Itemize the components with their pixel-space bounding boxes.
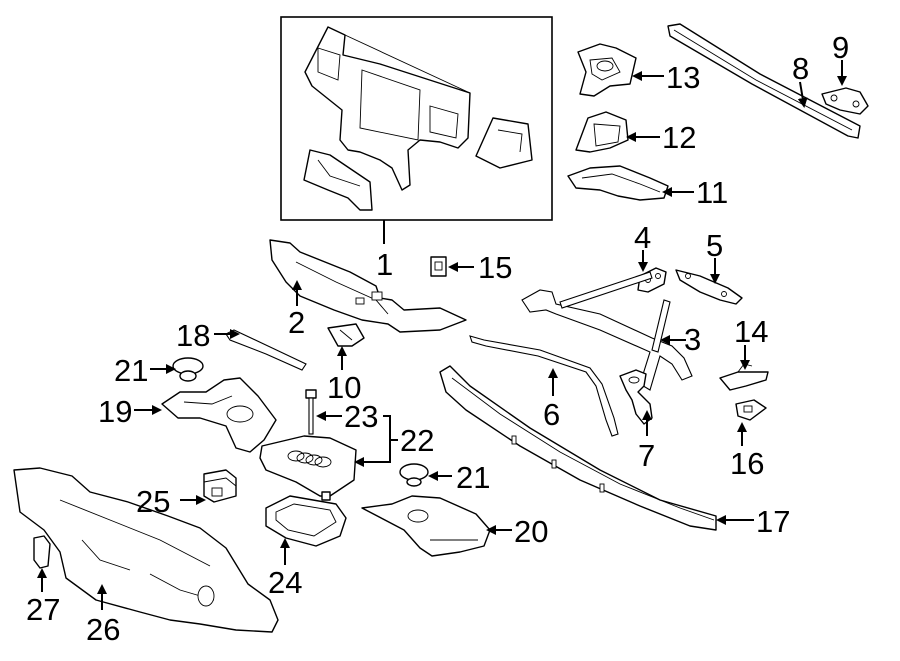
part-1-bulkhead (303, 26, 533, 211)
callout-10: 10 (327, 370, 361, 405)
part-27-clip (33, 535, 51, 569)
callout-3: 3 (684, 322, 701, 357)
part-8-rail (667, 23, 861, 139)
rings-logo (287, 450, 332, 468)
callout-11: 11 (696, 175, 728, 210)
callout-14: 14 (734, 314, 768, 349)
callout-18: 18 (176, 318, 210, 353)
callout-22: 22 (400, 423, 434, 458)
part-16-clip (735, 399, 767, 421)
part-23-bolt (305, 389, 317, 435)
part-2-panel (269, 239, 467, 333)
leader-8 (797, 81, 808, 108)
callout-4: 4 (634, 220, 651, 255)
callout-7: 7 (638, 438, 655, 473)
part-17-cowl (439, 365, 717, 531)
part-26-insulator (13, 467, 279, 633)
callout-8: 8 (792, 51, 809, 86)
part-10-bracket (327, 323, 365, 347)
part-21-grommet-upper (172, 357, 204, 382)
callout-15: 15 (478, 250, 512, 285)
callout-16: 16 (730, 446, 764, 481)
callout-1: 1 (376, 247, 393, 282)
part-12-bracket (575, 111, 629, 153)
part-21-grommet-lower (399, 463, 429, 487)
part-25-module (203, 469, 237, 503)
callout-5: 5 (706, 228, 723, 263)
callout-13: 13 (666, 60, 700, 95)
part-5-bracket (675, 269, 743, 305)
part-13-bracket (577, 43, 637, 97)
callout-23: 23 (344, 399, 378, 434)
part-11-reinforcement (567, 165, 669, 201)
part-6-rod (469, 335, 619, 437)
callout-27: 27 (26, 592, 60, 627)
part-20-tray (361, 495, 491, 557)
callout-17: 17 (756, 504, 790, 539)
callout-21-upper: 21 (114, 353, 148, 388)
part-1-inset-box (280, 16, 553, 221)
callout-9: 9 (832, 30, 849, 65)
callout-19: 19 (98, 394, 132, 429)
callout-26: 26 (86, 612, 120, 647)
callout-25: 25 (136, 484, 170, 519)
callout-2: 2 (288, 305, 305, 340)
part-24-seal (265, 495, 347, 547)
part-15-clip (430, 256, 447, 277)
part-3-cross-brace (521, 271, 693, 391)
callout-6: 6 (543, 397, 560, 432)
callout-12: 12 (662, 120, 696, 155)
callout-20: 20 (514, 514, 548, 549)
part-9-bracket (821, 87, 869, 115)
part-19-tray (161, 377, 277, 453)
part-22-cover (259, 435, 357, 501)
callout-24: 24 (268, 565, 302, 600)
callout-21-lower: 21 (456, 460, 490, 495)
